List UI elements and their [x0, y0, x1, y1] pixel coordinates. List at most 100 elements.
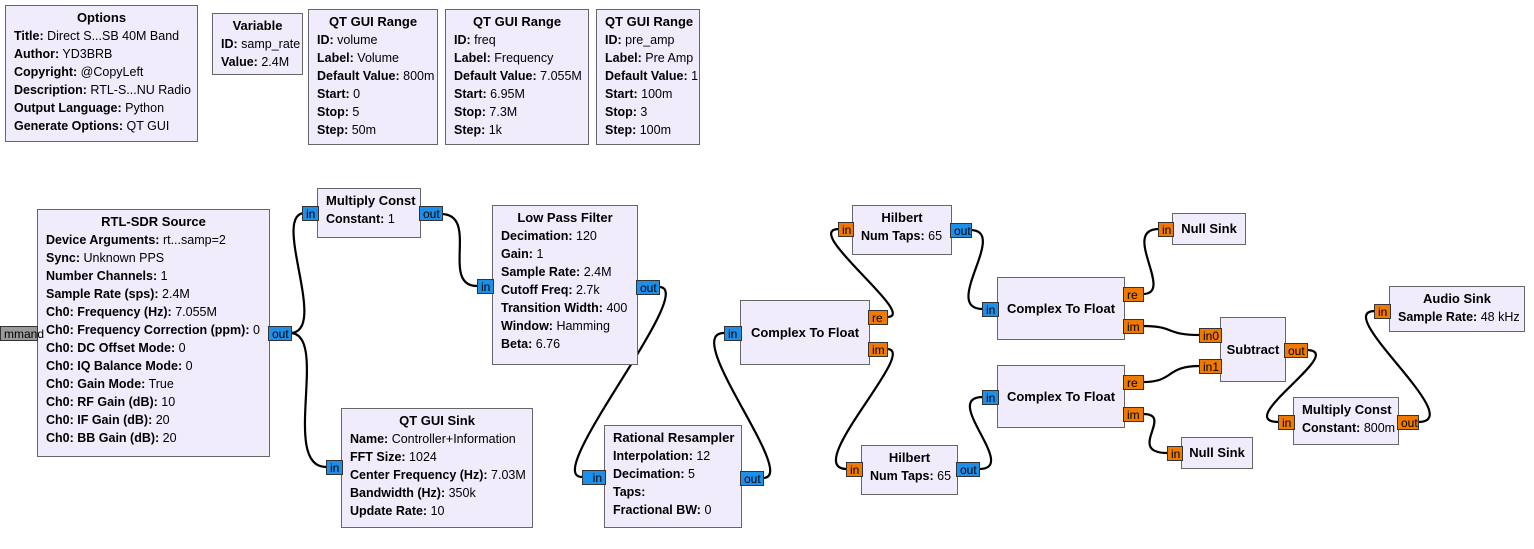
qt-sink-param-bandwidth: Bandwidth (Hz): 350k [350, 486, 476, 500]
qt-sink-param-name: Name: Controller+Information [350, 432, 516, 446]
complex-to-float-1-block[interactable]: Complex To Float [740, 300, 870, 365]
wire-resampler-to-c2f1 [713, 331, 772, 480]
wire-multconst-to-lpf [440, 212, 478, 288]
hilbert-2-out-port[interactable]: out [956, 462, 980, 477]
c2f3-im-port[interactable]: im [1123, 407, 1144, 422]
c2f1-re-port[interactable]: re [868, 310, 888, 325]
subtract-in0-port[interactable]: in0 [1199, 328, 1222, 343]
hilbert-1-in-port[interactable]: in [838, 222, 854, 237]
multiply-const-block[interactable]: Multiply Const Constant: 1 [317, 188, 421, 238]
qt-gui-sink-block[interactable]: QT GUI Sink Name: Controller+Information… [341, 408, 533, 528]
qt-gui-range-freq-title: QT GUI Range [472, 14, 562, 29]
multiply-const-in-port[interactable]: in [302, 206, 319, 221]
rtl-param-sample-rate: Sample Rate (sps): 2.4M [46, 287, 190, 301]
subtract-title: Subtract [1226, 341, 1280, 357]
complex-to-float-3-block[interactable]: Complex To Float [997, 365, 1125, 428]
rtl-command-port[interactable]: mmand [0, 326, 44, 341]
multiply-const-2-block[interactable]: Multiply Const Constant: 800m [1293, 397, 1399, 445]
qt-sink-param-fft-size: FFT Size: 1024 [350, 450, 437, 464]
null-sink-1-in-port[interactable]: in [1158, 222, 1174, 237]
range-volume-param-label: Label: Volume [317, 51, 399, 65]
c2f1-im-port[interactable]: im [868, 342, 888, 357]
audio-sink-in-port[interactable]: in [1374, 304, 1391, 319]
resampler-in-port[interactable]: in [582, 470, 606, 485]
lpf-param-cutoff: Cutoff Freq: 2.7k [501, 283, 600, 297]
hilbert-1-block[interactable]: Hilbert Num Taps: 65 [852, 205, 952, 255]
range-freq-param-id: ID: freq [454, 33, 496, 47]
resampler-out-port[interactable]: out [740, 471, 764, 486]
multiply-const-title: Multiply Const [326, 193, 416, 208]
resampler-param-decimation: Decimation: 5 [613, 467, 695, 481]
subtract-block[interactable]: Subtract [1220, 317, 1286, 382]
subtract-in1-port[interactable]: in1 [1199, 359, 1222, 374]
multiply-const-2-out-port[interactable]: out [1397, 415, 1419, 430]
variable-title: Variable [232, 18, 283, 33]
lpf-param-beta: Beta: 6.76 [501, 337, 561, 351]
variable-param-id: ID: samp_rate [221, 37, 301, 51]
resampler-param-interpolation: Interpolation: 12 [613, 449, 711, 463]
qt-gui-range-volume-block[interactable]: QT GUI Range ID: volume Label: Volume De… [308, 9, 438, 145]
complex-to-float-1-title: Complex To Float [750, 324, 860, 340]
options-title: Options [76, 10, 127, 25]
c2f3-in-port[interactable]: in [982, 390, 999, 405]
wire-c2f3re-to-sub-in1 [1142, 364, 1201, 384]
rtl-param-dc-offset: Ch0: DC Offset Mode: 0 [46, 341, 186, 355]
rtl-sdr-source-block[interactable]: RTL-SDR Source Device Arguments: rt...sa… [37, 209, 270, 457]
null-sink-2-in-port[interactable]: in [1167, 446, 1183, 461]
range-preamp-param-stop: Stop: 3 [605, 105, 648, 119]
lpf-out-port[interactable]: out [636, 280, 660, 295]
subtract-out-port[interactable]: out [1284, 343, 1308, 358]
multiply-const-param-constant: Constant: 1 [326, 212, 395, 226]
hilbert-1-out-port[interactable]: out [950, 223, 972, 238]
lpf-param-sample-rate: Sample Rate: 2.4M [501, 265, 612, 279]
rtl-param-bb-gain: Ch0: BB Gain (dB): 20 [46, 431, 177, 445]
hilbert-2-block[interactable]: Hilbert Num Taps: 65 [861, 445, 958, 495]
variable-param-value: Value: 2.4M [221, 55, 290, 69]
qt-gui-range-freq-block[interactable]: QT GUI Range ID: freq Label: Frequency D… [445, 9, 589, 145]
qt-sink-param-update-rate: Update Rate: 10 [350, 504, 445, 518]
rtl-param-gain-mode: Ch0: Gain Mode: True [46, 377, 174, 391]
wire-multconst2-to-audiosink [1365, 309, 1431, 424]
qt-sink-in-port[interactable]: in [326, 460, 343, 475]
qt-sink-param-center-freq: Center Frequency (Hz): 7.03M [350, 468, 526, 482]
qt-gui-range-preamp-title: QT GUI Range [605, 14, 694, 29]
range-preamp-param-step: Step: 100m [605, 123, 672, 137]
complex-to-float-2-block[interactable]: Complex To Float [997, 277, 1125, 340]
c2f2-in-port[interactable]: in [982, 302, 999, 317]
multiply-const-2-param-constant: Constant: 800m [1302, 421, 1396, 435]
c2f2-re-port[interactable]: re [1123, 287, 1144, 302]
wire-c2f1re-to-hilbert1 [830, 227, 894, 319]
lpf-param-window: Window: Hamming [501, 319, 610, 333]
rtl-param-device-args: Device Arguments: rt...samp=2 [46, 233, 226, 247]
null-sink-1-block[interactable]: Null Sink [1172, 213, 1246, 245]
wire-c2f1im-to-hilbert2 [834, 347, 894, 471]
null-sink-2-title: Null Sink [1189, 445, 1245, 460]
options-param-copyright: Copyright: @CopyLeft [14, 65, 144, 79]
c2f3-re-port[interactable]: re [1123, 375, 1144, 390]
multiply-const-2-title: Multiply Const [1302, 402, 1392, 417]
low-pass-filter-block[interactable]: Low Pass Filter Decimation: 120 Gain: 1 … [492, 205, 638, 365]
range-volume-param-id: ID: volume [317, 33, 378, 47]
options-block[interactable]: Options Title: Direct S...SB 40M Band Au… [5, 5, 198, 142]
audio-sink-block[interactable]: Audio Sink Sample Rate: 48 kHz [1389, 286, 1525, 332]
lpf-in-port[interactable]: in [477, 279, 494, 294]
rational-resampler-block[interactable]: Rational Resampler Interpolation: 12 Dec… [604, 425, 742, 528]
range-freq-param-label: Label: Frequency [454, 51, 554, 65]
qt-gui-range-preamp-block[interactable]: QT GUI Range ID: pre_amp Label: Pre Amp … [596, 9, 700, 145]
lpf-param-transition-width: Transition Width: 400 [501, 301, 628, 315]
null-sink-2-block[interactable]: Null Sink [1181, 437, 1253, 469]
wire-c2f3im-to-nullsink2 [1142, 412, 1169, 455]
c2f1-in-port[interactable]: in [724, 326, 742, 341]
c2f2-im-port[interactable]: im [1123, 319, 1144, 334]
hilbert-2-in-port[interactable]: in [846, 462, 863, 477]
variable-block[interactable]: Variable ID: samp_rate Value: 2.4M [212, 13, 303, 75]
range-volume-param-start: Start: 0 [317, 87, 361, 101]
wire-c2f2im-to-sub-in0 [1142, 324, 1201, 337]
range-preamp-param-start: Start: 100m [605, 87, 673, 101]
options-param-output-language: Output Language: Python [14, 101, 165, 115]
rtl-out-port[interactable]: out [268, 326, 292, 341]
wire-lpf-to-resampler [573, 285, 667, 479]
multiply-const-2-in-port[interactable]: in [1278, 415, 1295, 430]
multiply-const-out-port[interactable]: out [419, 206, 443, 221]
hilbert-1-param-num-taps: Num Taps: 65 [861, 229, 943, 243]
